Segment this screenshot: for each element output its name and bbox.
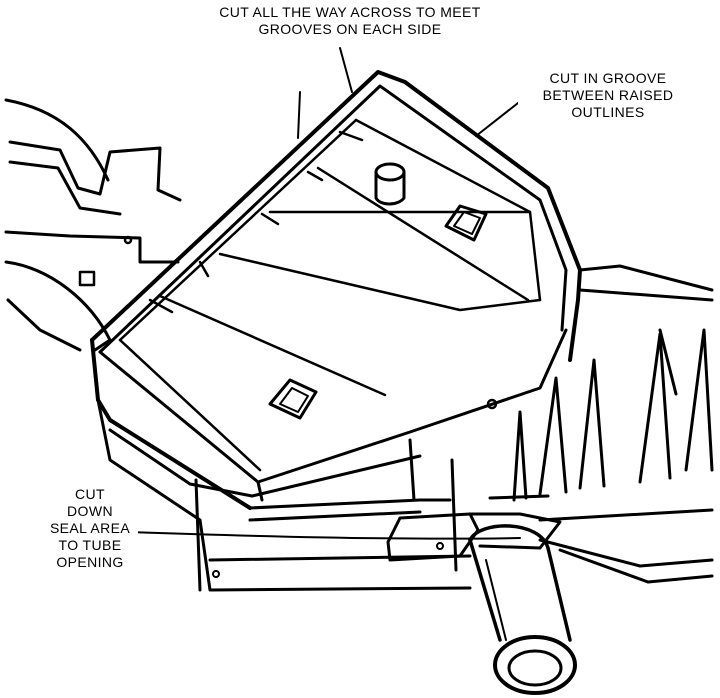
outlet-tube [468,524,577,695]
callout-right-line-1: CUT IN GROOVE [549,70,667,86]
right-duct-fins [512,264,714,584]
callout-left-line-3: SEAL AREA [49,520,131,536]
callout-left: CUT DOWN SEAL AREA TO TUBE OPENING [42,486,138,571]
heater-case-outline [90,70,582,510]
callout-right-line-3: OUTLINES [571,104,645,120]
case-inner-panels [118,118,542,472]
case-base [96,398,472,592]
left-duct-housing [4,98,182,352]
case-recess-upper [444,204,488,242]
callout-left-line-1: CUT [75,486,105,502]
callout-left-line-2: DOWN [67,503,113,519]
leader-left [129,531,521,540]
leader-lines [129,47,533,540]
callout-top-line-1: CUT ALL THE WAY ACROSS TO MEET [219,4,481,20]
callout-top: CUT ALL THE WAY ACROSS TO MEET GROOVES O… [180,4,520,38]
callout-left-line-4: TO TUBE [58,537,122,553]
seal-bracket [386,494,562,562]
callout-right: CUT IN GROOVE BETWEEN RAISED OUTLINES [518,70,698,121]
case-recess-lower [268,378,318,420]
callout-left-line-5: OPENING [56,554,124,570]
callout-right-line-2: BETWEEN RAISED [542,87,674,103]
callout-top-line-2: GROOVES ON EACH SIDE [258,21,442,37]
leader-top [339,47,353,93]
case-hole [486,398,498,410]
case-post [374,162,406,206]
